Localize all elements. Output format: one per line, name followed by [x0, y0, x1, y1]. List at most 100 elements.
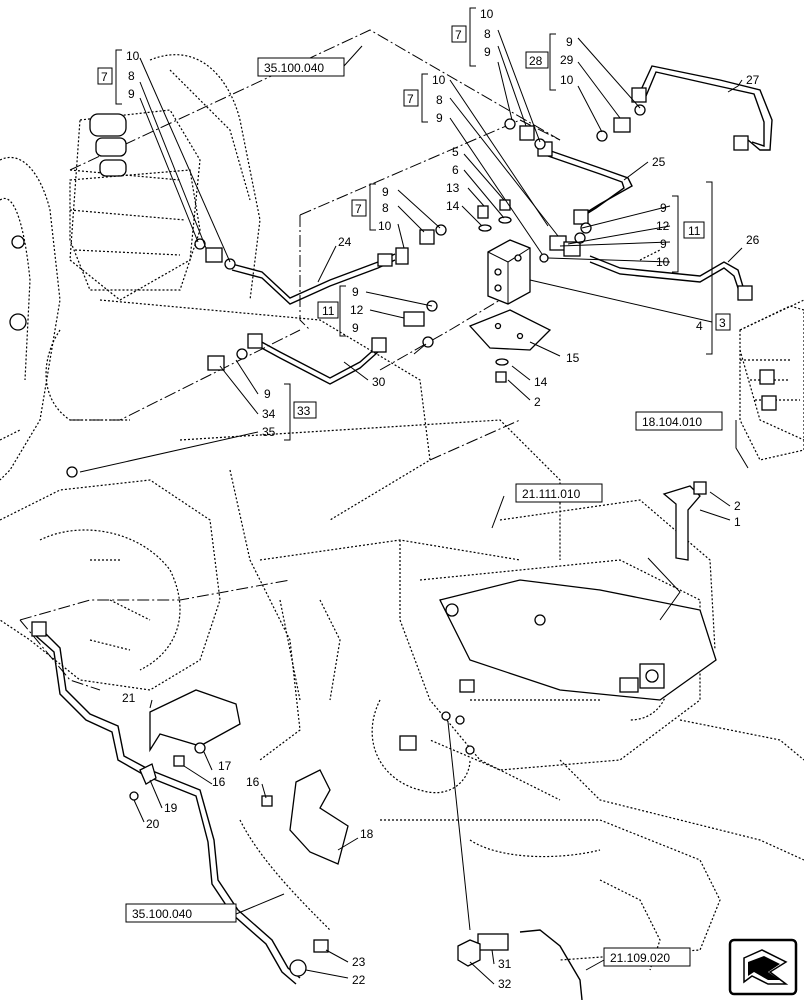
- callout-label: 26: [746, 233, 760, 247]
- callout-label: 17: [218, 759, 232, 773]
- callout-label: 24: [338, 235, 352, 249]
- next-page-arrow-icon[interactable]: [728, 938, 798, 996]
- o-ring-10-top: [534, 138, 546, 150]
- group-box-label: 3: [719, 316, 726, 330]
- location-indicator: [647, 557, 681, 621]
- callout-label: 9: [436, 111, 443, 125]
- group-box-label: 33: [297, 404, 311, 418]
- callout-label: 9: [660, 201, 667, 215]
- callout-label: 10: [378, 219, 392, 233]
- o-ring-9: [435, 224, 447, 236]
- group-box-label: 7: [355, 202, 362, 216]
- hose-30-end-left: [247, 333, 263, 349]
- bolt-16-left: [173, 755, 185, 767]
- callout-label: 29: [560, 53, 574, 67]
- callout-label: 2: [534, 395, 541, 409]
- washer-14: [478, 224, 492, 232]
- callout-label: 22: [352, 973, 366, 987]
- reference-label: 35.100.040: [264, 61, 324, 75]
- bracket-18: [289, 769, 349, 865]
- callout-label: 16: [246, 775, 260, 789]
- callout-label: 14: [534, 375, 548, 389]
- callout-label: 9: [264, 387, 271, 401]
- leader-lines: [79, 29, 749, 985]
- callout-labels: 10 8 9 10 8 9 9 29 10 10 8 9 27 25 5 6 1…: [122, 7, 760, 991]
- callout-label: 10: [126, 49, 140, 63]
- hose-21-109-020: [519, 929, 583, 1001]
- group-box-label: 11: [322, 304, 335, 318]
- reference-label: 21.109.020: [610, 951, 670, 965]
- bolt-20: [129, 791, 139, 801]
- callout-label: 18: [360, 827, 374, 841]
- group-number-boxes: 7 7 28 7 7 11 11 3 33: [97, 25, 731, 419]
- bracket-15: [468, 309, 552, 351]
- callout-label: 8: [128, 69, 135, 83]
- o-ring-10-group-28: [596, 130, 608, 142]
- callout-label: 9: [382, 185, 389, 199]
- callout-label: 6: [452, 163, 459, 177]
- seal-6: [498, 216, 512, 224]
- bolt-16-right: [261, 795, 273, 807]
- fitting-22: [289, 959, 307, 977]
- callout-label: 31: [498, 957, 512, 971]
- remote-valve-right: [739, 305, 804, 461]
- group-box-label: 11: [688, 224, 701, 238]
- callout-label: 21: [122, 691, 136, 705]
- hose-27-end-right: [733, 135, 749, 151]
- reference-label: 35.100.040: [132, 907, 192, 921]
- callout-label: 8: [382, 201, 389, 215]
- bolt-2-bracket: [693, 481, 707, 495]
- valve-bank-left: [9, 113, 201, 331]
- reference-label: 18.104.010: [642, 415, 702, 429]
- pipe-left-lower: [41, 629, 301, 979]
- o-ring-cluster-a: [574, 232, 586, 244]
- reference-boxes: 35.100.040 18.104.010 21.111.010 35.100.…: [125, 57, 723, 967]
- o-ring-9-top: [504, 118, 516, 130]
- callout-label: 27: [746, 73, 760, 87]
- group-brackets: [115, 7, 713, 441]
- hose-27: [639, 65, 773, 151]
- callout-label: 1: [734, 515, 741, 529]
- elbow-fitting-8: [419, 229, 435, 245]
- callout-label: 20: [146, 817, 160, 831]
- hose-25: [547, 149, 633, 215]
- transmission-control-valve: [399, 579, 717, 755]
- o-ring-cluster-b: [580, 222, 592, 234]
- o-ring-9-group-33: [236, 348, 248, 360]
- callout-label: 10: [656, 255, 670, 269]
- bolt-2-lower: [495, 371, 507, 383]
- group-box-label: 7: [455, 28, 462, 42]
- fitting-10-left: [395, 247, 409, 265]
- callout-label: 32: [498, 977, 512, 991]
- callout-label: 14: [446, 199, 460, 213]
- callout-label: 16: [212, 775, 226, 789]
- hose-30: [257, 339, 379, 379]
- pipe-left-end-top: [31, 621, 47, 637]
- hose-26-end: [737, 285, 753, 301]
- fitting-23: [313, 939, 329, 953]
- o-ring-cluster-c: [539, 253, 549, 263]
- callout-label: 15: [566, 351, 580, 365]
- callout-label: 10: [480, 7, 494, 21]
- callout-label: 30: [372, 375, 386, 389]
- reference-label: 21.111.010: [522, 487, 581, 501]
- callout-label: 9: [128, 87, 135, 101]
- fitting-8-left: [205, 247, 223, 263]
- fitting-31: [477, 933, 509, 951]
- callout-label: 9: [566, 35, 573, 49]
- washer-14-lower: [495, 358, 509, 366]
- washer-17: [194, 742, 206, 754]
- callout-label: 23: [352, 955, 366, 969]
- callout-label: 12: [350, 303, 364, 317]
- hose-25-end-bottom: [573, 209, 589, 225]
- callout-label: 8: [436, 93, 443, 107]
- callout-label: 9: [660, 237, 667, 251]
- callout-label: 10: [432, 73, 446, 87]
- group-box-label: 7: [101, 70, 108, 84]
- callout-label: 19: [164, 801, 178, 815]
- callout-label: 12: [656, 219, 670, 233]
- nut-32: [457, 939, 481, 967]
- callout-label: 8: [484, 27, 491, 41]
- bracket-1: [662, 485, 701, 561]
